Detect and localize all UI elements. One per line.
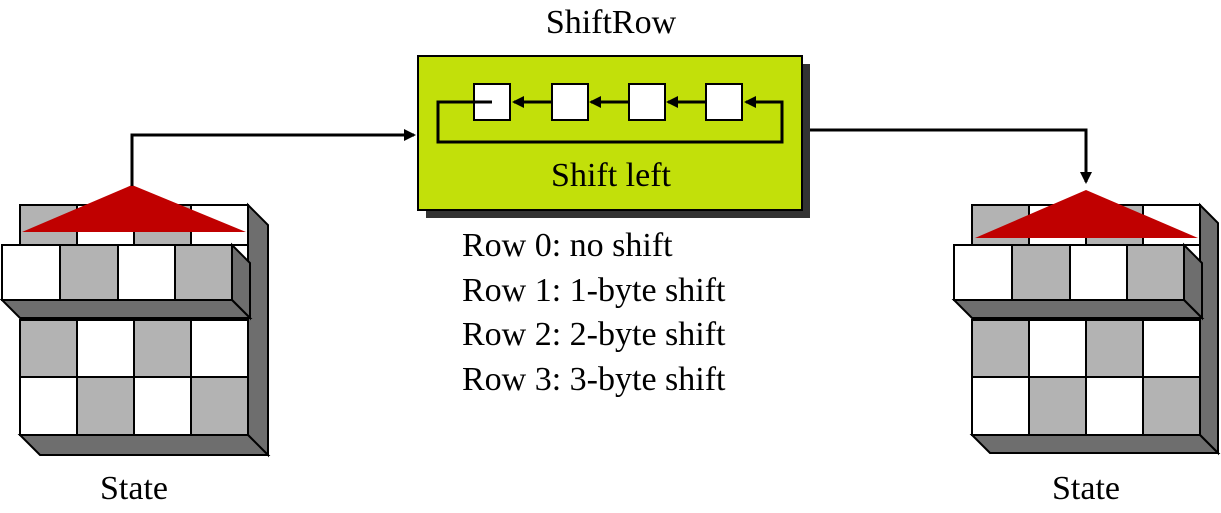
left-state-bottom-face — [17, 434, 271, 456]
left-state-active-row — [0, 242, 253, 321]
byte-cell — [628, 83, 666, 121]
byte-cell — [705, 83, 743, 121]
note-row-2: Row 2: 2-byte shift — [462, 316, 726, 353]
left-state-side-face — [247, 202, 269, 458]
diagram-title: ShiftRow — [546, 4, 677, 41]
left-state-pointer — [22, 185, 246, 232]
output-arrow — [808, 128, 1092, 184]
wraparound-arrow — [436, 96, 784, 144]
byte-cell — [551, 83, 589, 121]
right-state-bottom-face — [969, 434, 1221, 454]
left-state-matrix — [0, 185, 271, 458]
left-state-label: State — [100, 470, 168, 507]
right-state-pointer — [975, 190, 1198, 238]
note-row-3: Row 3: 3-byte shift — [462, 361, 726, 398]
input-arrow — [130, 129, 416, 186]
shiftrow-box — [417, 55, 803, 211]
note-row-0: Row 0: no shift — [462, 227, 673, 264]
note-row-1: Row 1: 1-byte shift — [462, 272, 726, 309]
right-state-matrix — [951, 190, 1221, 456]
right-state-label: State — [1052, 470, 1120, 507]
shift-notes: Row 0: no shift Row 1: 1-byte shift Row … — [462, 227, 726, 398]
shift-left-label: Shift left — [551, 157, 671, 194]
right-state-side-face — [1199, 202, 1219, 456]
right-state-active-row — [951, 242, 1205, 321]
byte-cells — [473, 83, 743, 121]
